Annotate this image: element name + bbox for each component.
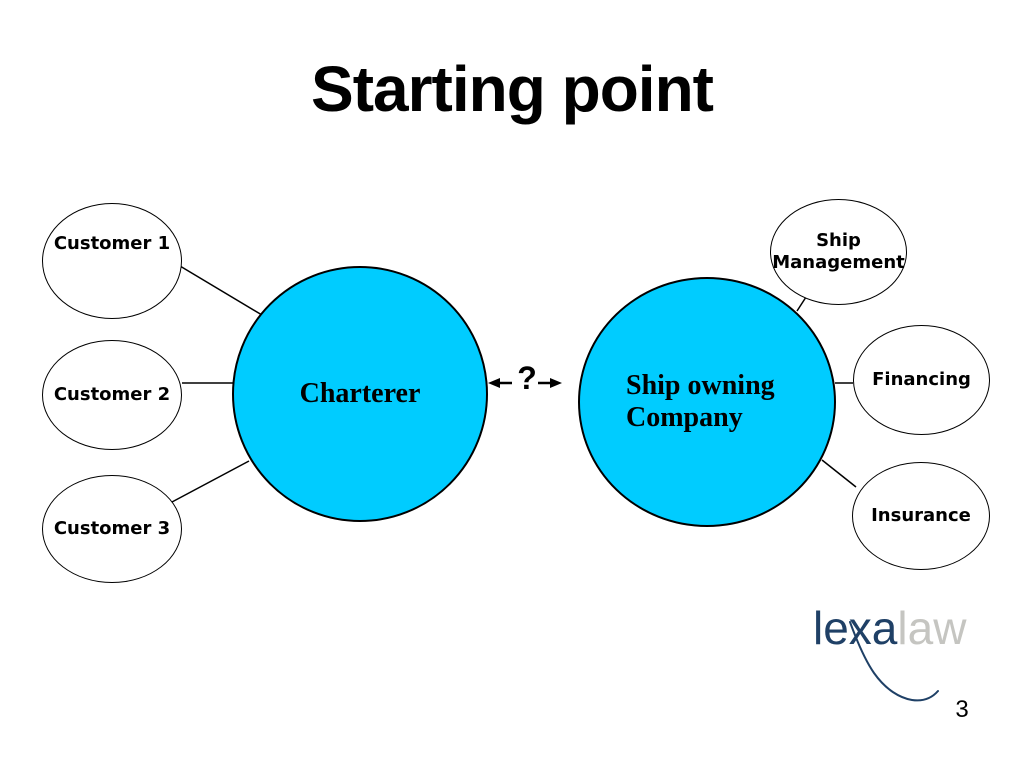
logo-swoosh-icon xyxy=(849,621,939,702)
right-arrow-icon xyxy=(538,378,562,388)
ship-management-label: Ship Management xyxy=(772,230,905,273)
circle-ship-owning-company: Ship owning Company xyxy=(578,277,836,527)
connector-shipowning-insurance xyxy=(821,459,857,488)
connector-customer1-charterer xyxy=(179,265,263,316)
page-number: 3 xyxy=(955,696,969,723)
lexalaw-logo: lexalaw xyxy=(813,601,966,655)
ellipse-ship-management: Ship Management xyxy=(770,199,907,305)
ship-owning-line2: Company xyxy=(626,402,743,433)
financing-label: Financing xyxy=(872,369,971,391)
ellipse-customer-2: Customer 2 xyxy=(42,340,182,450)
logo-text-law: law xyxy=(897,602,967,654)
circle-charterer: Charterer xyxy=(232,266,488,522)
logo-text-lexa: lexa xyxy=(813,602,898,654)
relationship-question-mark: ? xyxy=(517,360,537,396)
ellipse-customer-3: Customer 3 xyxy=(42,475,182,583)
ship-owning-company-label: Ship owning Company xyxy=(626,370,775,434)
customer-3-label: Customer 3 xyxy=(53,518,171,540)
ship-management-line1: Ship xyxy=(816,230,861,252)
customer-2-label: Customer 2 xyxy=(53,384,171,406)
left-arrow-icon xyxy=(488,378,512,388)
charterer-label: Charterer xyxy=(299,378,421,409)
ellipse-customer-1: Customer 1 xyxy=(42,203,182,319)
connector-customer3-charterer xyxy=(171,460,250,503)
ship-management-line2: Management xyxy=(772,252,905,273)
ellipse-financing: Financing xyxy=(853,325,990,435)
ship-owning-line1: Ship owning xyxy=(626,369,775,401)
slide-title: Starting point xyxy=(311,53,714,125)
ellipse-insurance: Insurance xyxy=(852,462,990,570)
customer-1-label: Customer 1 xyxy=(53,233,171,255)
insurance-label: Insurance xyxy=(871,505,971,527)
